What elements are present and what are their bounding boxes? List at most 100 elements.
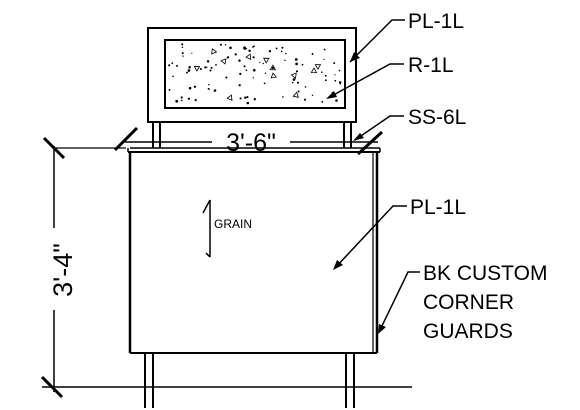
speckle-aggregate [226, 94, 233, 101]
speckle-dot [284, 59, 286, 62]
speckle-dot [181, 43, 184, 46]
speckle-dot [210, 66, 213, 69]
speckle-dot [246, 96, 249, 99]
speckle-aggregate [193, 65, 201, 72]
speckle-dot [291, 81, 294, 84]
height-dimension: 3'-4" [40, 136, 126, 399]
speckle-dot [193, 85, 197, 88]
speckle-aggregate [211, 48, 218, 55]
grain-label: GRAIN [214, 217, 252, 231]
upper-panel [147, 27, 357, 123]
callout-corner-guards-line1: BK CUSTOM [423, 262, 547, 285]
speckle-dot [229, 46, 232, 50]
speckle-dot [297, 90, 300, 93]
speckle-dot [239, 97, 242, 100]
speckle-dot [176, 64, 178, 67]
speckle-aggregate [292, 91, 299, 98]
speckle-dot [335, 99, 338, 102]
callout-leaders [326, 19, 420, 334]
speckle-dot [194, 99, 197, 102]
speckle-dot [246, 101, 250, 105]
speckle-dot [296, 81, 300, 84]
speckle-dot [334, 79, 337, 82]
speckle-dot [187, 97, 191, 100]
speckle-dot [243, 46, 246, 50]
speckle-dot [187, 69, 191, 72]
speckle-aggregate [290, 72, 297, 79]
speckle-dot [206, 66, 208, 68]
width-dimension-label: 3'-6" [226, 129, 276, 157]
lower-cabinet [128, 152, 379, 354]
speckle-dot [206, 60, 210, 63]
speckle-dot [252, 77, 254, 79]
speckle-dot [285, 52, 287, 55]
speckle-dot [181, 46, 184, 48]
speckle-dot [245, 69, 248, 72]
speckle-dot [209, 69, 212, 72]
speckle-dot [181, 52, 184, 55]
callout-pl-1l-body: PL-1L [410, 196, 466, 219]
speckle-aggregate [269, 64, 277, 71]
speckle-dot [224, 44, 227, 46]
speckle-dot [259, 61, 261, 64]
speckle-dot [323, 48, 326, 51]
speckle-aggregate [314, 64, 322, 70]
speckle-dot [264, 72, 267, 74]
speckle-dot [324, 79, 327, 82]
upper-posts [152, 122, 352, 148]
speckle-dot [275, 47, 278, 50]
speckle-dot [248, 49, 251, 53]
grain-arrow-icon [202, 199, 211, 258]
speckle-dot [253, 98, 256, 101]
speckle-dot [244, 96, 247, 99]
speckle-dot [239, 72, 242, 76]
speckle-dot [339, 83, 342, 85]
speckle-dot [303, 98, 307, 101]
speckle-dot [321, 100, 324, 103]
speckle-dot [294, 58, 298, 61]
speckle-dot [295, 70, 299, 73]
speckle-dot [208, 83, 210, 86]
speckle-dot [175, 99, 179, 103]
speckle-aggregate [310, 67, 318, 74]
speckle-dot [171, 62, 174, 64]
speckle-dot [204, 66, 207, 69]
speckle-dot [252, 56, 255, 59]
legs [144, 353, 355, 408]
speckle-dot [282, 96, 284, 98]
upper-panel-insert [164, 39, 346, 109]
speckle-dot [268, 50, 272, 53]
speckle-dot [219, 43, 222, 46]
speckle-dot [168, 88, 171, 91]
callout-corner-guards-line3: GUARDS [423, 320, 513, 343]
callout-pl-1l-top: PL-1L [408, 10, 464, 33]
speckle-dot [238, 84, 241, 87]
speckle-dot [168, 64, 171, 67]
speckle-aggregate [220, 58, 227, 65]
callout-corner-guards-line2: CORNER [423, 291, 514, 314]
speckle-dot [301, 63, 304, 66]
speckle-dot [323, 58, 325, 61]
speckle-dot [243, 65, 246, 68]
speckle-dot [263, 82, 266, 85]
speckle-dot [271, 66, 275, 70]
upper-panel-frame [147, 27, 357, 123]
speckle-dot [188, 86, 192, 90]
height-dimension-label: 3'-4" [48, 243, 78, 297]
speckle-dot [333, 62, 336, 65]
speckle-dot [199, 67, 202, 71]
speckle-dot [280, 50, 283, 53]
speckle-dot [304, 86, 307, 88]
insert-speckle-pattern [168, 43, 342, 105]
width-dimension: 3'-6" [113, 126, 384, 157]
speckle-dot [281, 46, 284, 49]
speckle-aggregate [245, 53, 252, 60]
callout-r-1l: R-1L [408, 54, 454, 77]
speckle-dot [188, 65, 191, 69]
speckle-dot [262, 62, 264, 65]
speckle-dot [181, 99, 183, 102]
speckle-dot [311, 53, 314, 55]
speckle-dot [226, 56, 230, 59]
speckle-dot [238, 59, 241, 62]
